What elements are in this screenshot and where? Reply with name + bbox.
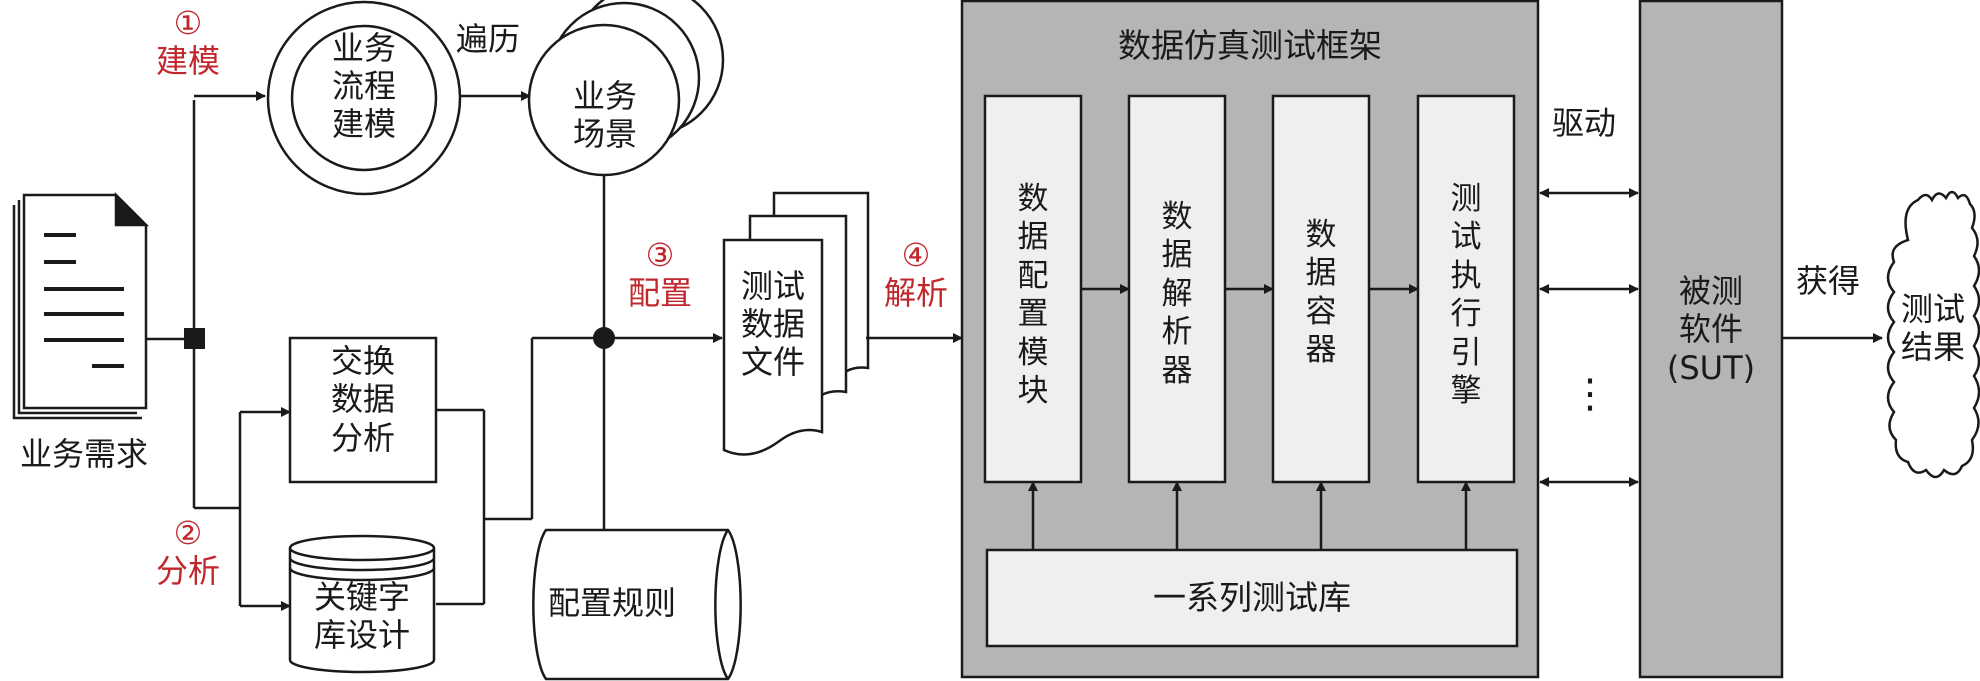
- module-data-config-label: 数 据 配 置 模 块: [1009, 180, 1057, 411]
- process-model-line: 建模: [331, 104, 396, 143]
- module-char: 据: [1305, 255, 1337, 292]
- step-text: 解析: [883, 274, 948, 313]
- merge-connectors: [436, 175, 723, 606]
- scenario-node: [527, 0, 725, 177]
- module-char: 数: [1017, 181, 1049, 217]
- keyword-line: 库设计: [313, 616, 410, 655]
- exchange-line: 数据: [330, 380, 395, 419]
- module-data-container-box: [1271, 94, 1371, 484]
- module-char: 试: [1450, 219, 1482, 256]
- step-text: 分析: [155, 552, 220, 591]
- module-char: 解: [1161, 275, 1193, 312]
- keyword-line: 关键字: [313, 578, 410, 616]
- module-char: 容: [1305, 293, 1337, 330]
- step-text: 建模: [155, 42, 220, 81]
- step-number: ③: [645, 236, 675, 274]
- module-char: 块: [1017, 373, 1049, 410]
- test-file-line: 测试: [740, 267, 805, 305]
- library-up-arrows: [1028, 481, 1471, 550]
- process-model-label: 业务 流程 建模: [314, 29, 414, 143]
- step-1-label: ① 建模: [140, 4, 236, 81]
- sut-line: 被测: [1678, 272, 1743, 310]
- branch-connectors: [146, 91, 291, 611]
- keyword-library-label: 关键字 库设计: [290, 578, 434, 655]
- module-data-container-label: 数 据 容 器: [1297, 216, 1345, 370]
- exchange-line: 分析: [330, 418, 395, 457]
- traverse-label: 遍历: [456, 20, 521, 58]
- module-data-config-box: [983, 94, 1083, 484]
- module-char: 引: [1450, 334, 1482, 371]
- test-library-box: [985, 548, 1519, 648]
- module-exec-engine-box: [1416, 94, 1516, 484]
- result-line: 结果: [1900, 328, 1965, 367]
- process-model-node: [266, 0, 462, 196]
- keyword-library-cylinder: [288, 534, 436, 674]
- scenario-line: 业务: [572, 77, 637, 115]
- test-data-file-node: [722, 191, 870, 456]
- scenario-line: 场景: [572, 114, 637, 153]
- drive-label: 驱动: [1552, 104, 1617, 142]
- module-char: 执: [1450, 257, 1482, 294]
- test-library-label: 一系列测试库: [1153, 578, 1351, 617]
- module-char: 数: [1305, 217, 1337, 253]
- result-label: 测试 结果: [1888, 290, 1978, 367]
- step-2-label: ② 分析: [140, 514, 236, 591]
- module-char: 行: [1450, 296, 1482, 333]
- test-data-file-label: 测试 数据 文件: [724, 267, 822, 381]
- module-char: 析: [1161, 314, 1193, 351]
- step-4-label: ④ 解析: [868, 236, 964, 313]
- test-file-line: 数据: [740, 304, 805, 343]
- requirement-document-icon: [12, 191, 150, 420]
- drive-ellipsis: ⋮: [1570, 371, 1610, 417]
- step-text: 配置: [627, 274, 692, 313]
- obtain-label: 获得: [1796, 262, 1861, 300]
- result-line: 测试: [1900, 290, 1965, 328]
- step-number: ④: [901, 236, 931, 274]
- module-char: 据: [1017, 219, 1049, 256]
- framework-title: 数据仿真测试框架: [1118, 26, 1382, 65]
- sut-line: 软件: [1678, 310, 1743, 349]
- step-number: ①: [173, 4, 203, 42]
- exchange-line: 交换: [330, 342, 395, 380]
- step-3-label: ③ 配置: [612, 236, 708, 313]
- module-char: 擎: [1450, 373, 1482, 410]
- config-rules-label: 配置规则: [548, 584, 677, 622]
- sut-box: [1638, 0, 1784, 679]
- module-char: 数: [1161, 199, 1193, 235]
- sut-line: (SUT): [1666, 348, 1756, 387]
- step-number: ②: [173, 514, 203, 552]
- module-char: 器: [1305, 332, 1337, 369]
- module-char: 据: [1161, 237, 1193, 274]
- module-char: 模: [1017, 334, 1049, 371]
- module-char: 测: [1450, 181, 1482, 217]
- sut-label: 被测 软件 (SUT): [1640, 272, 1782, 387]
- process-model-line: 流程: [331, 66, 396, 105]
- module-exec-engine-label: 测 试 执 行 引 擎: [1442, 180, 1490, 411]
- module-char: 置: [1017, 296, 1049, 333]
- module-data-parser-label: 数 据 解 析 器: [1153, 198, 1201, 390]
- exchange-analysis-label: 交换 数据 分析: [290, 342, 436, 457]
- module-char: 配: [1017, 257, 1049, 294]
- result-cloud-shape: [1886, 190, 1980, 479]
- module-char: 器: [1161, 352, 1193, 389]
- process-model-line: 业务: [331, 29, 396, 67]
- scenario-label: 业务 场景: [555, 77, 655, 154]
- test-file-line: 文件: [740, 342, 805, 381]
- requirement-label: 业务需求: [20, 435, 149, 473]
- config-rules-node: [532, 528, 742, 681]
- drive-arrows: [1539, 188, 1639, 487]
